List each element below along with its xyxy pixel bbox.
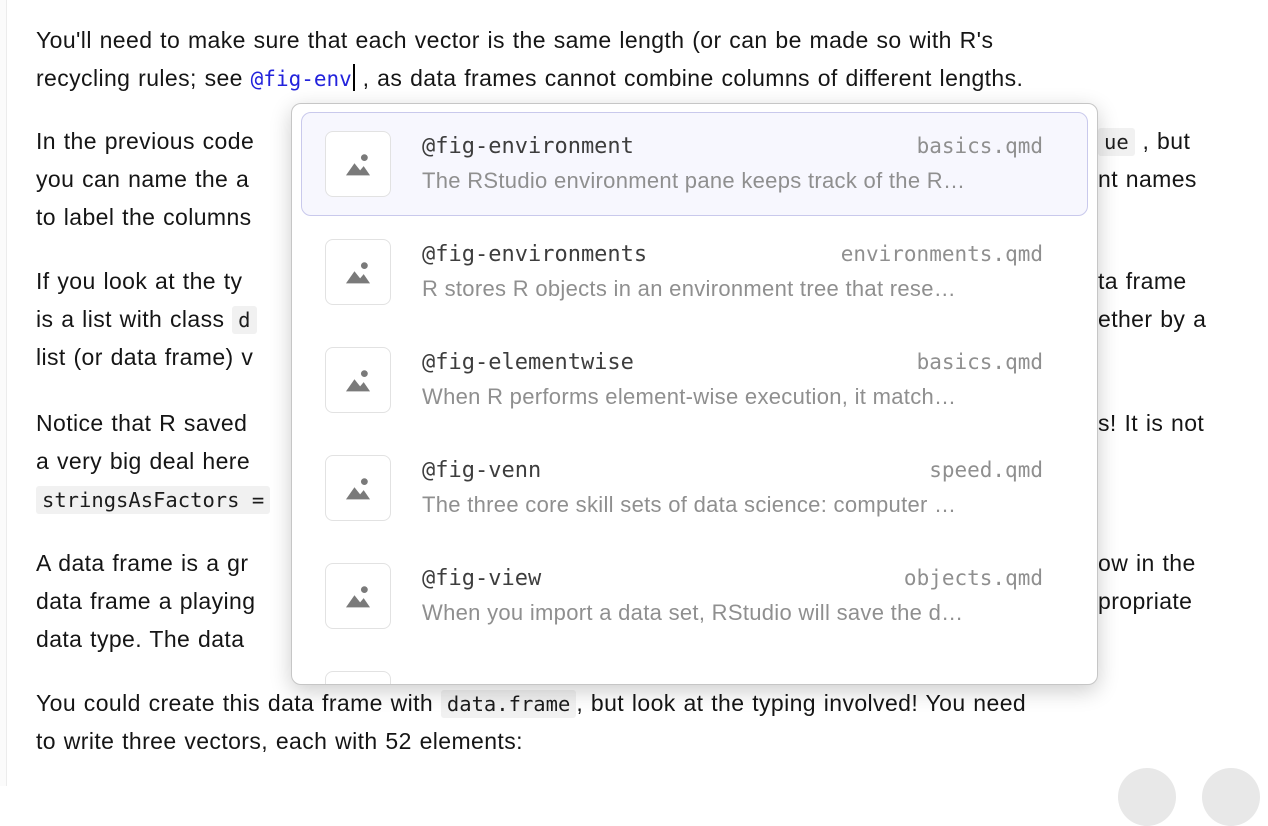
source-file: speed.qmd <box>929 458 1043 482</box>
inline-code: d <box>232 306 257 334</box>
reference-item[interactable]: @fig-view objects.qmd When you import a … <box>301 544 1088 648</box>
source-file: environments.qmd <box>840 242 1043 266</box>
text-cursor <box>352 64 355 91</box>
editor-text-line: ue , but <box>1098 122 1190 161</box>
reference-text-block: @fig-elementwise basics.qmd When R perfo… <box>422 350 1043 410</box>
text-run: propriate <box>1098 588 1193 614</box>
text-run: to write three vectors, each with 52 ele… <box>36 728 523 754</box>
editor-text-line: nt names <box>1098 160 1197 198</box>
text-run: If you look at the ty <box>36 268 243 294</box>
reference-item[interactable]: @fig-elementwise basics.qmd When R perfo… <box>301 328 1088 432</box>
text-run: you can name the a <box>36 166 250 192</box>
reference-id: @fig-environment <box>422 134 634 159</box>
reference-item[interactable]: @fig-environment basics.qmd The RStudio … <box>301 112 1088 216</box>
image-icon <box>325 563 391 629</box>
floating-button-right[interactable] <box>1202 768 1260 826</box>
floating-button-left[interactable] <box>1118 768 1176 826</box>
text-run: , but look at the typing involved! You n… <box>576 690 1027 716</box>
source-file: objects.qmd <box>903 566 1043 590</box>
image-icon <box>325 239 391 305</box>
editor-text-line: data frame a playing <box>36 582 255 620</box>
image-icon <box>325 347 391 413</box>
text-run: is a list with class <box>36 306 233 332</box>
reference-id: @fig-view <box>422 566 542 591</box>
reference-text-block: @fig-view objects.qmd When you import a … <box>422 566 1043 626</box>
text-run: , but <box>1134 128 1191 154</box>
text-run: a very big deal here <box>36 448 251 474</box>
text-run: , as data frames cannot combine columns … <box>354 65 1024 91</box>
image-icon <box>325 131 391 197</box>
editor-text-line: In the previous code <box>36 122 254 160</box>
text-run: recycling rules; see <box>36 65 251 91</box>
text-run: data frame a playing <box>36 588 256 614</box>
editor-text-line: If you look at the ty <box>36 262 242 300</box>
text-run: ow in the <box>1098 550 1196 576</box>
text-run: to label the columns <box>36 204 252 230</box>
editor-text-line: stringsAsFactors = <box>36 480 271 519</box>
editor-text-line: data type. The data <box>36 620 244 658</box>
text-run: Notice that R saved <box>36 410 248 436</box>
reference-description: R stores R objects in an environment tre… <box>422 276 957 301</box>
text-run: A data frame is a gr <box>36 550 249 576</box>
editor-text-line: list (or data frame) v <box>36 338 253 376</box>
editor-text-line: a very big deal here <box>36 442 250 480</box>
editor-text-line: you can name the a <box>36 160 249 198</box>
reference-text-block: @fig-environment basics.qmd The RStudio … <box>422 134 1043 194</box>
reference-item[interactable]: @fig-environments environments.qmd R sto… <box>301 220 1088 324</box>
reference-description: The three core skill sets of data scienc… <box>422 492 957 517</box>
editor-text-line: A data frame is a gr <box>36 544 248 582</box>
editor-text-line: to write three vectors, each with 52 ele… <box>36 722 523 760</box>
editor-text-line: is a list with class d <box>36 300 257 339</box>
reference-text-block: @fig-environments environments.qmd R sto… <box>422 242 1043 302</box>
reference-id: @fig-elementwise <box>422 350 634 375</box>
image-icon <box>325 455 391 521</box>
image-icon <box>325 671 391 684</box>
editor-text-line: ether by a <box>1098 300 1206 338</box>
reference-item[interactable]: @fig- <box>301 652 1088 684</box>
reference-description: When R performs element-wise execution, … <box>422 384 957 409</box>
reference-id: @fig-environments <box>422 242 648 267</box>
text-run: You'll need to make sure that each vecto… <box>36 27 994 53</box>
editor-text-line: s! It is not <box>1098 404 1204 442</box>
editor-text-line: to label the columns <box>36 198 252 236</box>
source-file: basics.qmd <box>916 134 1043 158</box>
reference-description: When you import a data set, RStudio will… <box>422 600 964 625</box>
inline-code: ue <box>1098 128 1135 156</box>
reference-description: The RStudio environment pane keeps track… <box>422 168 966 193</box>
reference-text-block: @fig-venn speed.qmd The three core skill… <box>422 458 1043 518</box>
text-run: In the previous code <box>36 128 255 154</box>
editor-left-margin <box>0 0 7 786</box>
reference-id: @fig-venn <box>422 458 542 483</box>
reference-item[interactable]: @fig-venn speed.qmd The three core skill… <box>301 436 1088 540</box>
editor-text-line: propriate <box>1098 582 1192 620</box>
crossref-completion-popup: @fig-environment basics.qmd The RStudio … <box>291 103 1098 685</box>
editor-text-line: recycling rules; see @fig-env , as data … <box>36 59 1023 98</box>
editor-text-line: You'll need to make sure that each vecto… <box>36 21 993 59</box>
editor-text-line: You could create this data frame with da… <box>36 684 1026 723</box>
text-run: ta frame <box>1098 268 1187 294</box>
editor-text-line: ta frame <box>1098 262 1187 300</box>
text-run: ether by a <box>1098 306 1207 332</box>
editor-text-line: ow in the <box>1098 544 1196 582</box>
text-run: data type. The data <box>36 626 245 652</box>
inline-code: stringsAsFactors = <box>36 486 271 514</box>
text-run: list (or data frame) v <box>36 344 254 370</box>
text-run: nt names <box>1098 166 1197 192</box>
reference-list: @fig-environment basics.qmd The RStudio … <box>292 112 1097 684</box>
text-run: You could create this data frame with <box>36 690 441 716</box>
text-run: s! It is not <box>1098 410 1205 436</box>
inline-code: data.frame <box>440 690 577 718</box>
editor-text-line: Notice that R saved <box>36 404 247 442</box>
crossref-token: @fig-env <box>250 67 352 91</box>
source-file: basics.qmd <box>916 350 1043 374</box>
